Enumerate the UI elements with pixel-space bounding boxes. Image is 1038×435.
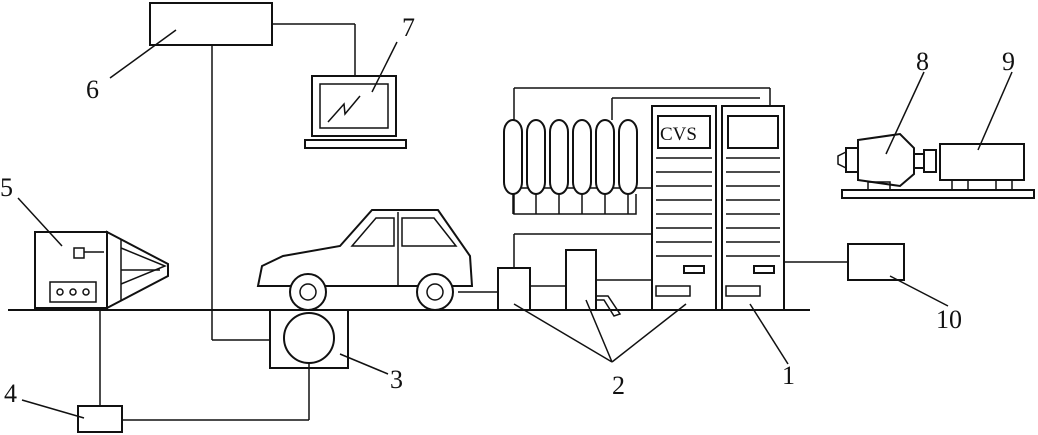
chassis-dynamometer-3: [122, 309, 349, 421]
callout-10: 10: [936, 305, 962, 334]
sample-bag-5: [595, 119, 615, 195]
sample-bag-4: [572, 119, 592, 195]
monitor-7: [304, 75, 407, 149]
sampling-system-2: [497, 233, 652, 317]
sample-bag-6: [618, 119, 638, 195]
sample-bag-2: [526, 119, 546, 195]
callout-5: 5: [0, 173, 13, 202]
callout-6: 6: [86, 75, 99, 104]
sample-bag-1: [503, 119, 523, 195]
test-vehicle: [256, 209, 498, 311]
fan-controller-box-4: [77, 306, 123, 433]
cooling-fan-5: [34, 230, 169, 310]
callout-3: 3: [390, 365, 403, 394]
cvs-analyzer-cabinets-1: CVS: [651, 105, 848, 311]
callout-9: 9: [1002, 47, 1015, 76]
box-10: [847, 243, 905, 281]
callout-4: 4: [4, 379, 17, 408]
engine-8: [837, 132, 937, 191]
callout-8: 8: [916, 47, 929, 76]
callout-7: 7: [402, 13, 415, 42]
callout-1: 1: [782, 361, 795, 390]
callout-2: 2: [612, 371, 625, 400]
control-unit-box-6: [149, 2, 356, 341]
cvs-label: CVS: [660, 124, 697, 145]
sample-bags: [503, 87, 771, 215]
callout-leaders: [17, 29, 1013, 419]
sample-bag-3: [549, 119, 569, 195]
dynamometer-9: [841, 143, 1035, 199]
